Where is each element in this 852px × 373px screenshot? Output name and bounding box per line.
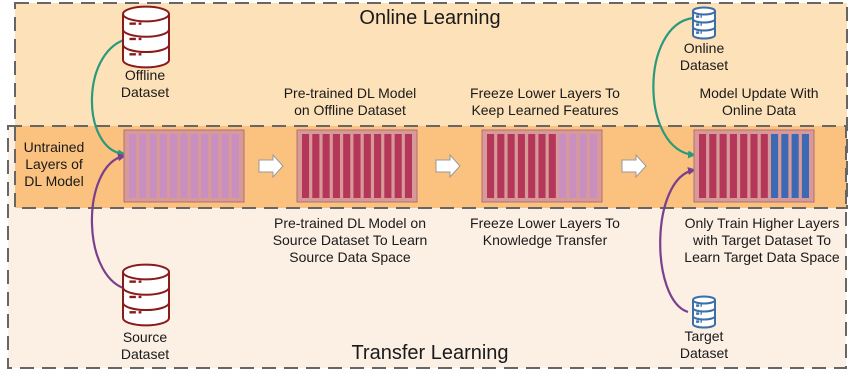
model-layer — [322, 134, 330, 198]
model-layer — [231, 134, 239, 198]
pretrained-model — [296, 129, 418, 203]
model-layer — [384, 134, 392, 198]
right-arrow-icon — [435, 153, 461, 179]
offline-to-model-arrow — [90, 36, 133, 158]
model-layer — [363, 134, 371, 198]
model-layer — [374, 134, 382, 198]
model-layer — [201, 134, 209, 198]
model-layer — [528, 134, 536, 198]
model-layer — [699, 134, 707, 198]
model-layer — [159, 134, 167, 198]
model-layer — [211, 134, 219, 198]
model-layer — [517, 134, 525, 198]
model-layer — [771, 134, 779, 198]
model-layer — [394, 134, 402, 198]
online-learning-title: Online Learning — [359, 7, 501, 29]
model-layer — [343, 134, 351, 198]
model-layer — [497, 134, 505, 198]
model-layer — [538, 134, 546, 198]
model-layer — [129, 134, 137, 198]
model-layer — [548, 134, 556, 198]
model-layer — [801, 134, 809, 198]
target-dataset-icon — [692, 295, 716, 329]
target-to-model-arrow — [659, 167, 696, 314]
transfer-learning-border — [7, 125, 847, 369]
model-layer — [589, 134, 597, 198]
model-layer — [180, 134, 188, 198]
model-layer — [569, 134, 577, 198]
online-dataset-icon — [692, 6, 716, 40]
source-to-model-arrow — [90, 153, 133, 292]
model-layer — [487, 134, 495, 198]
transfer-learning-title: Transfer Learning — [351, 342, 509, 364]
model-layer — [170, 134, 178, 198]
right-arrow-icon — [621, 153, 647, 179]
model-layer — [302, 134, 310, 198]
model-layer — [791, 134, 799, 198]
model-layer — [332, 134, 340, 198]
model-layer — [760, 134, 768, 198]
model-layer — [190, 134, 198, 198]
online-to-model-arrow — [652, 16, 696, 159]
model-layer — [353, 134, 361, 198]
updated-model — [693, 129, 815, 203]
frozen-model — [481, 129, 603, 203]
model-layer — [559, 134, 567, 198]
model-layer — [221, 134, 229, 198]
model-layer — [507, 134, 515, 198]
model-layer — [719, 134, 727, 198]
model-layer — [312, 134, 320, 198]
model-layer — [579, 134, 587, 198]
model-layer — [740, 134, 748, 198]
online-learning-border — [14, 2, 848, 209]
source-dataset-icon — [122, 263, 170, 327]
model-layer — [729, 134, 737, 198]
model-layer — [404, 134, 412, 198]
right-arrow-icon — [258, 153, 284, 179]
model-layer — [750, 134, 758, 198]
untrained-model — [123, 129, 245, 203]
model-layer — [781, 134, 789, 198]
model-layer — [149, 134, 157, 198]
offline-dataset-icon — [122, 5, 170, 69]
model-layer — [139, 134, 147, 198]
model-layer — [709, 134, 717, 198]
